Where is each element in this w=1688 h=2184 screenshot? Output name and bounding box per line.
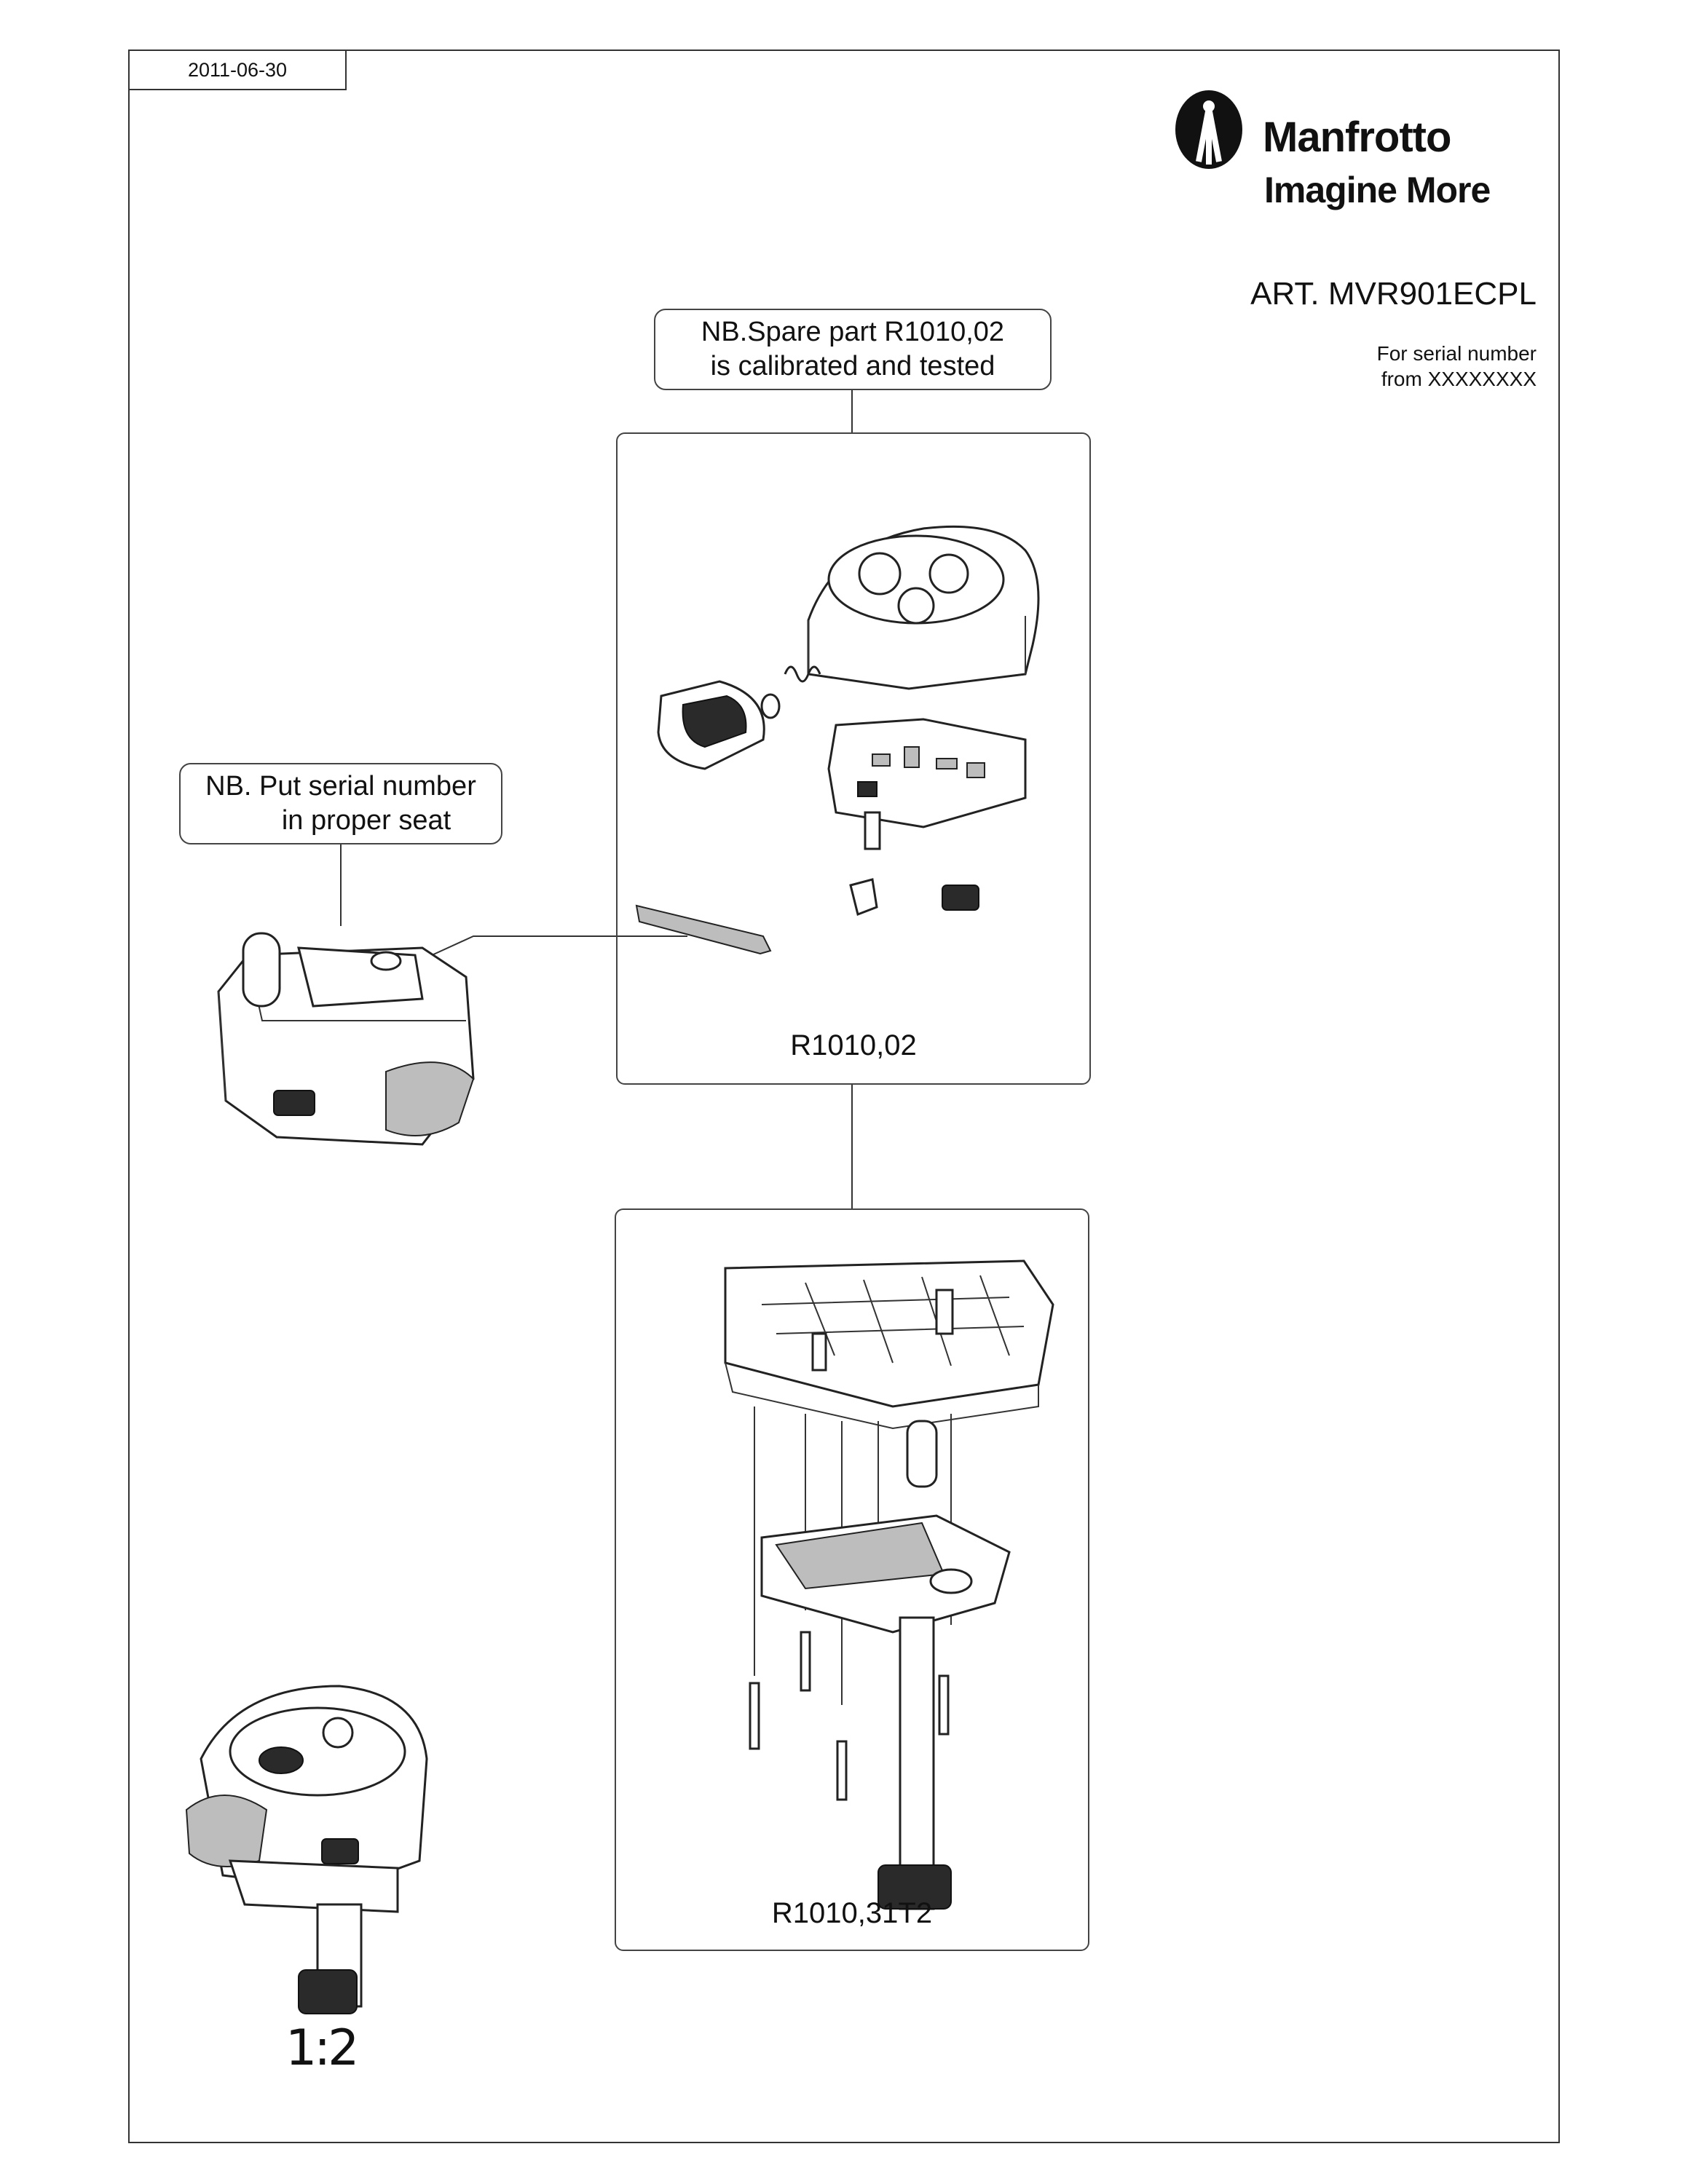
serial-info-line1: For serial number xyxy=(1376,342,1537,365)
lower-panel-label: R1010,31T2 xyxy=(771,1897,933,1929)
date-box: 2011-06-30 xyxy=(128,50,347,90)
drawing-date: 2011-06-30 xyxy=(187,58,288,81)
upper-panel-label: R1010,02 xyxy=(790,1029,917,1061)
assembled-unit-drawing xyxy=(185,1685,428,2014)
tripod-logo-icon xyxy=(1175,90,1242,169)
spare-part-panel-upper: R1010,02 xyxy=(616,432,1091,1085)
serial-info-line2: from XXXXXXXX xyxy=(1381,368,1537,390)
spare-part-note-line2: is calibrated and tested xyxy=(710,351,995,381)
article-number: ART. MVR901ECPL xyxy=(1250,276,1537,312)
spare-part-panel-lower: R1010,31T2 xyxy=(615,1208,1089,1951)
spare-part-note: NB.Spare part R1010,02 is calibrated and… xyxy=(654,309,1052,390)
serial-info: For serial number from XXXXXXXX xyxy=(1377,341,1537,392)
drawing-scale: 1:2 xyxy=(285,2019,359,2077)
assembled-housing-drawing xyxy=(217,932,475,1146)
brand-name: Manfrotto xyxy=(1263,114,1451,161)
base-exploded-drawing xyxy=(724,1259,1054,1910)
drawing-frame xyxy=(128,50,1560,2143)
brand-tagline: Imagine More xyxy=(1264,170,1491,210)
serial-seat-note-line1: NB. Put serial number xyxy=(205,770,476,802)
electronics-exploded-drawing xyxy=(635,525,1040,955)
serial-seat-note-line2: in proper seat xyxy=(281,805,451,836)
serial-seat-note: NB. Put serial number in proper seat xyxy=(179,763,502,844)
spare-part-note-line1: NB.Spare part R1010,02 xyxy=(701,316,1005,347)
